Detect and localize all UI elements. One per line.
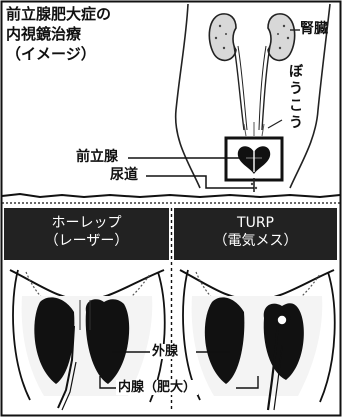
inner-gland-leader-right bbox=[236, 376, 259, 389]
kidney-right bbox=[267, 13, 296, 62]
panel-right-header bbox=[174, 208, 337, 260]
ureter-left bbox=[233, 45, 245, 131]
bladder-leader-line bbox=[267, 119, 283, 129]
inner-gland-label: 内腺（肥大） bbox=[116, 380, 199, 395]
section-divider bbox=[1, 192, 341, 199]
diagram-title: 前立腺肥大症の 内視鏡治療 （イメージ） bbox=[6, 4, 146, 64]
bladder-label: ぼ う こ う bbox=[288, 64, 304, 132]
ureter-right-inner bbox=[258, 45, 267, 131]
panel-left-title: ホーレップ （レーザー） bbox=[4, 214, 169, 250]
title-line-3: （イメージ） bbox=[6, 45, 96, 63]
title-line-1: 前立腺肥大症の bbox=[6, 5, 112, 23]
panel-left-cross-section bbox=[9, 269, 166, 411]
panel-right-cross-section bbox=[179, 269, 336, 411]
urethra-label: 尿道 bbox=[110, 167, 138, 183]
panel-right-title: TURP （電気メス） bbox=[174, 214, 337, 250]
urethra-leader-line bbox=[146, 175, 254, 189]
title-line-2: 内視鏡治療 bbox=[6, 25, 82, 43]
bladder-label-char-2: う bbox=[289, 81, 303, 97]
bladder-rays bbox=[243, 122, 265, 137]
ureter-left-inner bbox=[237, 45, 248, 131]
panel-right-title-line-2: （電気メス） bbox=[213, 233, 298, 249]
outer-gland-label: 外腺 bbox=[150, 344, 181, 359]
bladder-label-char-3: こ bbox=[289, 98, 303, 114]
ureter-right bbox=[261, 45, 271, 131]
panel-left-title-line-2: （レーザー） bbox=[44, 233, 129, 249]
prostate-label: 前立腺 bbox=[76, 149, 118, 165]
panel-left-title-line-1: ホーレップ bbox=[51, 215, 122, 231]
kidney-label: 腎臓 bbox=[300, 21, 328, 37]
bladder bbox=[224, 136, 284, 182]
panel-left-header bbox=[4, 208, 169, 260]
bladder-label-char-4: う bbox=[289, 115, 303, 131]
panel-right-title-line-1: TURP bbox=[237, 215, 274, 231]
body-illustration bbox=[174, 3, 331, 189]
kidney-left bbox=[208, 13, 237, 62]
bladder-label-char-1: ぼ bbox=[289, 64, 303, 80]
inner-gland-leader-left bbox=[99, 376, 116, 389]
